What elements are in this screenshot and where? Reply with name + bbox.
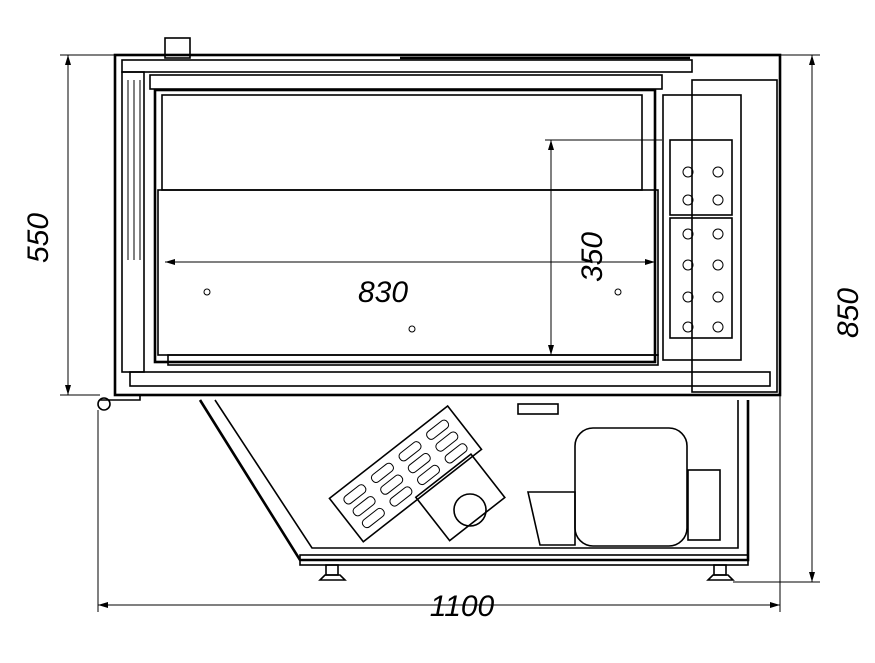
leveling-foot-left xyxy=(318,564,347,581)
leveling-foot-right xyxy=(706,564,735,581)
condenser-coil xyxy=(328,404,483,543)
condenser-fan xyxy=(414,453,506,542)
dimension-label-830: 830 xyxy=(358,276,408,309)
dimension-1100: 1100 xyxy=(97,395,781,623)
dimension-350: 350 xyxy=(545,139,662,355)
lower-compartment xyxy=(198,399,750,581)
dimension-830: 830 xyxy=(165,259,655,309)
side-evaporator-panel xyxy=(662,94,742,361)
dimension-label-350: 350 xyxy=(576,232,609,282)
dimension-label-850: 850 xyxy=(832,288,865,338)
compressor xyxy=(526,427,721,547)
dimension-label-1100: 1100 xyxy=(430,590,495,623)
dimension-850: 850 xyxy=(733,54,865,583)
upper-cabinet xyxy=(97,37,782,411)
dimension-550: 550 xyxy=(22,54,115,396)
display-tub xyxy=(153,88,659,366)
dimension-label-550: 550 xyxy=(22,213,55,263)
